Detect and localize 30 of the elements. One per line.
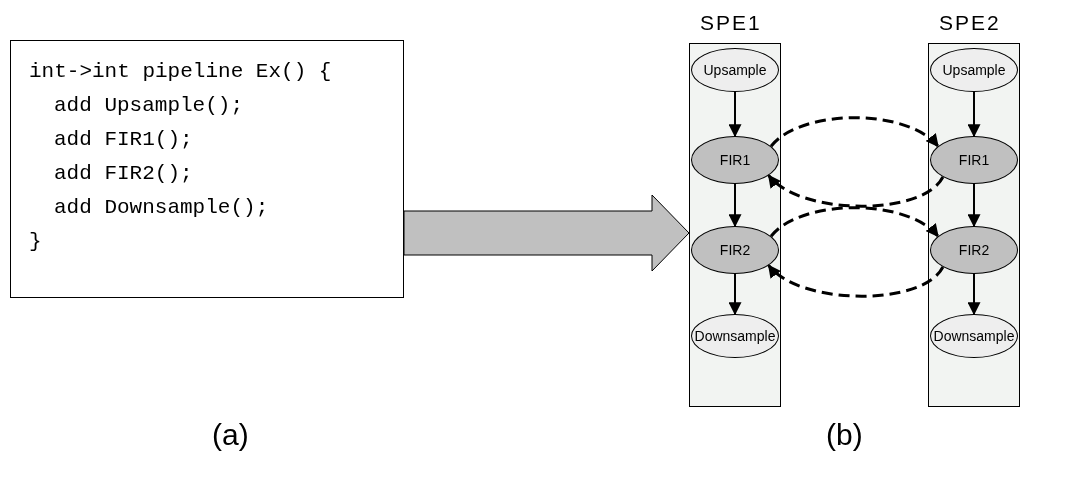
arrow [728,91,742,138]
dashed-arrow [770,206,939,238]
processor-title: SPE2 [939,11,1001,35]
filter-ellipse: FIR2 [930,226,1018,274]
filter-ellipse: Upsample [930,48,1018,92]
code-line: } [29,229,43,255]
arrow [728,273,742,316]
code-line: add FIR1(); [53,127,194,153]
filter-ellipse: FIR1 [691,136,779,184]
block-arrow [403,194,690,272]
code-box [10,40,404,298]
filter-ellipse: FIR1 [930,136,1018,184]
filter-ellipse: Downsample [930,314,1018,358]
dashed-arrow [770,116,939,148]
panel-label: (a) [212,418,249,452]
processor-title: SPE1 [700,11,762,35]
dashed-arrow [767,174,945,208]
dashed-arrow [767,264,945,298]
arrow [728,183,742,228]
arrow [967,273,981,316]
code-line: add FIR2(); [53,161,194,187]
code-line: int->int pipeline Ex() { [29,59,333,85]
filter-ellipse: Upsample [691,48,779,92]
panel-label: (b) [826,418,863,452]
arrow [967,91,981,138]
filter-ellipse: Downsample [691,314,779,358]
code-line: add Upsample(); [53,93,245,119]
code-line: add Downsample(); [53,195,270,221]
arrow [967,183,981,228]
filter-ellipse: FIR2 [691,226,779,274]
